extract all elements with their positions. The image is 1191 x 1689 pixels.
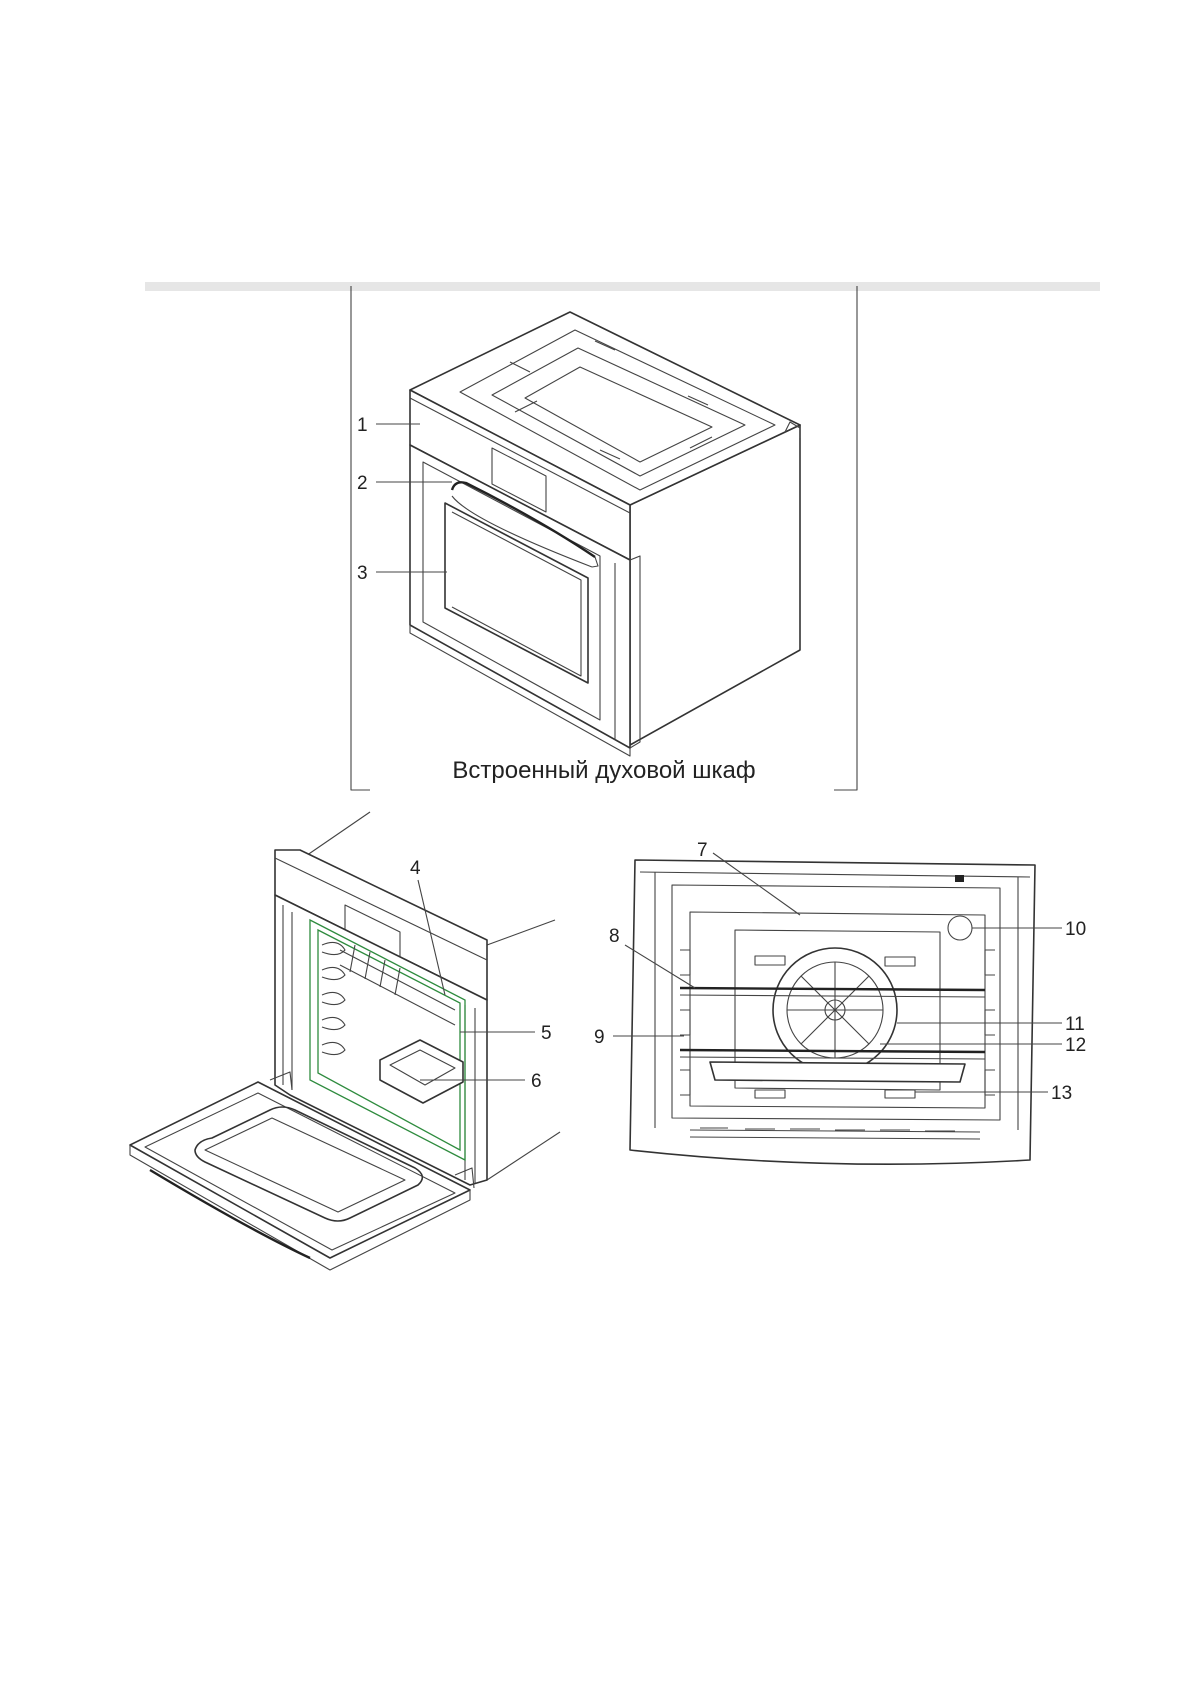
- callout-11: 11: [1065, 1014, 1085, 1035]
- callout-2: 2: [357, 473, 368, 494]
- callout-9: 9: [594, 1027, 605, 1048]
- callout-13: 13: [1051, 1083, 1072, 1104]
- callout-3: 3: [357, 563, 368, 584]
- callout-6: 6: [531, 1071, 542, 1092]
- figure-caption: Встроенный духовой шкаф: [452, 757, 755, 784]
- oven-closed-view: [410, 312, 800, 756]
- callout-8: 8: [609, 926, 620, 947]
- callout-5: 5: [541, 1023, 552, 1044]
- callout-12: 12: [1065, 1035, 1086, 1056]
- callout-1: 1: [357, 415, 368, 436]
- oven-open-view: [130, 812, 560, 1270]
- callout-4: 4: [410, 858, 421, 879]
- separator-band: [145, 282, 1100, 291]
- oven-interior-view: [630, 860, 1035, 1164]
- callout-10: 10: [1065, 919, 1086, 940]
- callout-7: 7: [697, 840, 708, 861]
